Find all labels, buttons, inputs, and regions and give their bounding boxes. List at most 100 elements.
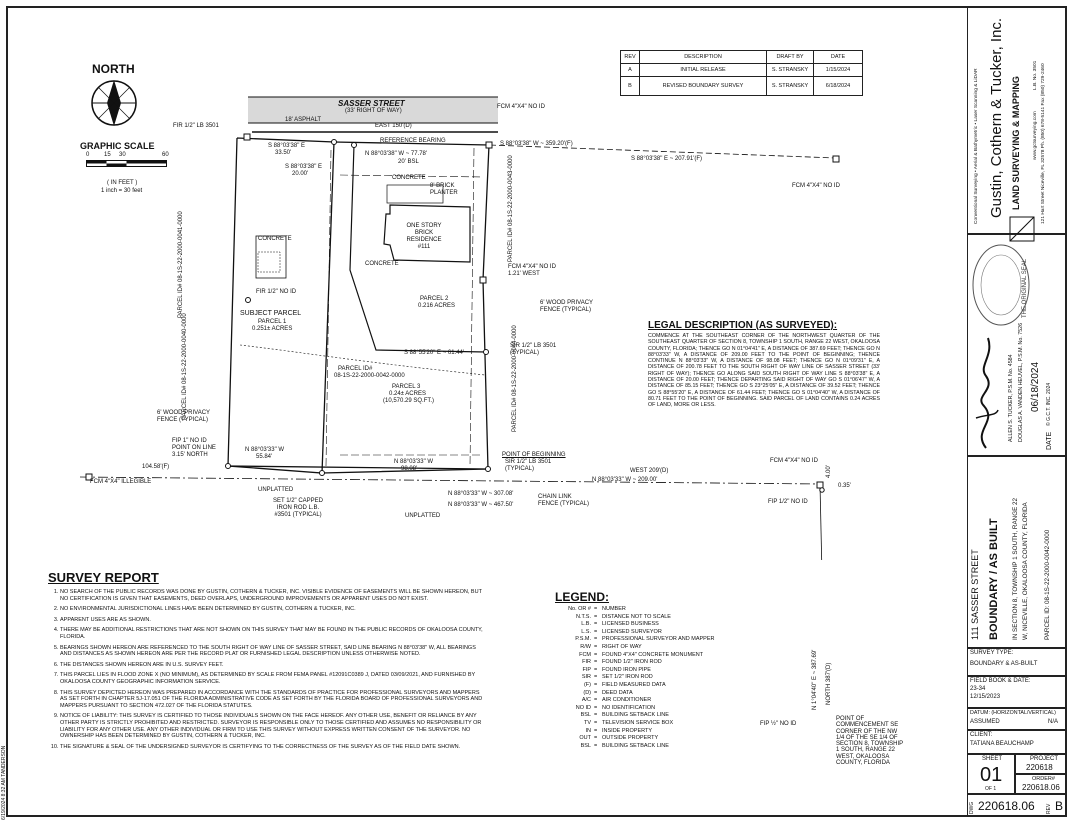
parcel-id: 08-1S-22-2000-0042-0000 [334,373,405,379]
parcel-id-e2: PARCEL ID# 08-1S-22-2000-0044-0000 [512,325,518,432]
chain-link-label: CHAIN LINK FENCE (TYPICAL) [538,494,590,507]
bearing-mid-2-dist: 98.08' [401,466,418,472]
parcel3-label: PARCEL 3 [392,384,421,390]
fcm-nw-label: FCM 4"X4" NO ID [497,104,545,110]
planter-label: 8' BRICK PLANTER [430,183,458,196]
fir-lb-label: FIR 1/2" LB 3501 [173,123,219,129]
distance-400: 4.00' [826,465,832,478]
surveyor-name-2: DOUGLAS A. VANDEN HEUVEL, P.S.M. No. 752… [1018,322,1024,442]
legend-key: (D) [583,689,591,696]
legend-item: BSL=BUILDING SETBACK LINE [555,743,715,751]
legend-key: P.S.M. [575,636,591,643]
legend-key: NO ID [575,704,591,711]
sir-label: SIR 1/2" LB 3501 (TYPICAL) [510,343,557,356]
signature-date: 06/18/2024 [1030,361,1041,412]
legend-item: R/W=RIGHT OF WAY [555,644,715,652]
fcm-west-offset: 1.21' WEST [508,271,540,277]
bearing-307: N 88°03'33" W ~ 307.08' [448,491,514,497]
firm-services: Conventional Surveying • Aerial & Bathym… [974,68,979,224]
concrete-label-2: CONCRETE [258,236,292,242]
legal-text: COMMENCE AT THE SOUTHEAST CORNER OF THE … [648,333,880,409]
legend-title: LEGEND: [555,590,609,604]
scale-tick-30: 30 [119,152,126,158]
bearing-left-dist: 55.84' [256,454,273,460]
legend-value: BUILDING SETBACK LINE [602,742,669,749]
parcel2-acres: 0.216 ACRES [418,303,456,309]
parcel-id-w2: PARCEL ID# 08-1S-22-2000-0040-0000 [182,313,188,420]
signature-icon [975,337,999,449]
unplatted-1: UNPLATTED [258,487,294,493]
legend-item: BSL=BUILDING SETBACK LINE [555,712,715,720]
bearing-1-dist: 33.50' [275,150,292,156]
set-capped-label: SET 1/2" CAPPED IRON ROD L.B. #3501 (TYP… [272,498,324,518]
legal-description: LEGAL DESCRIPTION (AS SURVEYED): COMMENC… [648,320,880,409]
firm-web: www.gctsurveying.com [1033,111,1038,160]
fip-se-label: FIP 1/2" NO ID [768,499,808,505]
legend-item: SIR=SET 1/2" IRON ROD [555,674,715,682]
legend-item: IN=INSIDE PROPERTY [555,728,715,736]
street-name: SASSER STREET [338,99,405,108]
legend-item: (D)=DEED DATA [555,690,715,698]
privacy-fence-left: 6' WOOD PRIVACY FENCE (TYPICAL) [157,410,210,423]
bearing-mid-2: N 88°03'33" W [394,459,434,465]
rev-letter: B [1055,799,1064,813]
parcel-id-w1: PARCEL ID# 08-1S-22-2000-0041-0000 [178,211,184,318]
firm-name: Gustin, Cothern & Tucker, Inc. [988,17,1005,218]
legend-value: NUMBER [602,606,626,612]
plot-stamp: 6/19/2024 8:32 AM TANDERSON [1,745,7,820]
fip-left-label: FIP 1" NO ID POINT ON LINE 3.15' NORTH [172,438,216,458]
surveyor-name: ALLEN S. TUCKER, P.S.M. No. 4584 [1008,354,1014,442]
project-panel [967,456,1067,648]
scale-bar [86,160,167,167]
legend-key: L.B. [581,621,591,628]
firm-address: 121 Hart Street Niceville, FL 32578 Ph. … [1041,63,1046,224]
west-distance: WEST 209'(D) [630,468,669,474]
scale-unit: ( IN FEET ) [107,180,138,186]
concrete-label-3: CONCRETE [365,261,399,267]
list-item: THERE MAY BE ADDITIONAL RESTRICTIONS THA… [60,627,488,640]
legend-key: L.S. [581,628,591,635]
legend-key: (F) [583,681,591,688]
scale-tick-60: 60 [162,152,169,158]
field-book-label: FIELD BOOK & DATE: [970,678,1031,684]
subject-parcel-label: SUBJECT PARCEL [240,310,302,317]
legend-item: OUT=OUTSIDE PROPERTY [555,735,715,743]
legend-item: P.S.M.=PROFESSIONAL SURVEYOR AND MAPPER [555,636,715,644]
legend-key: R/W [580,643,591,650]
legend-item: (F)=FIELD MEASURED DATA [555,682,715,690]
sir-pob-label: SIR 1/2" LB 3501 (TYPICAL) [505,459,552,472]
project-type: BOUNDARY / AS BUILT [988,518,1000,640]
bearing-4: S 88°03'38" W ~ 359.20'(F) [500,141,573,147]
north-deed: NORTH 387'(D) [826,662,832,705]
legend-value: NO IDENTIFICATION [602,704,656,711]
setback-20: 20' BSL [398,159,419,165]
legend-value: BUILDING SETBACK LINE [602,712,669,719]
street-row: (33' RIGHT OF WAY) [345,108,402,114]
survey-report-title: SURVEY REPORT [48,570,159,585]
legend-value: SET 1/2" IRON ROD [602,674,653,681]
legend-value: LICENSED BUSINESS [602,621,659,628]
north-long-bearing: N 1°04'40" E ~ 387.69' [812,649,818,710]
sheet-label: SHEET [982,756,1003,762]
legal-title: LEGAL DESCRIPTION (AS SURVEYED): [648,320,838,331]
legend-key: A/C [581,697,591,704]
firm-subtitle: LAND SURVEYING & MAPPING [1011,76,1021,210]
parcel-id-label: PARCEL ID# [338,366,373,372]
field-book: 23-34 [970,686,986,692]
legend-item: NO ID=NO IDENTIFICATION [555,705,715,713]
bearing-5: S 88°03'38" E ~ 207.91'(F) [631,156,703,162]
sheet-number: 01 [980,764,1003,786]
parcel2-label: PARCEL 2 [420,296,449,302]
legend-key: FIP [582,666,591,673]
sheet-of: OF 1 [985,786,997,792]
project-location-1: IN SECTION 8, TOWNSHIP 1 SOUTH, RANGE 22 [1012,497,1019,640]
legend-key: OUT [579,735,591,742]
firm-logo-icon [1009,216,1035,242]
distance-035: 0.35' [838,483,851,489]
legend-key: N.T.S. [576,613,591,620]
legend-value: INSIDE PROPERTY [602,727,653,734]
project-location-2: W, NICEVILLE, OKALOOSA COUNTY, FLORIDA [1022,502,1029,640]
graphic-scale-title: GRAPHIC SCALE [80,141,155,151]
legend-item: No. OR #=NUMBER [555,606,715,614]
